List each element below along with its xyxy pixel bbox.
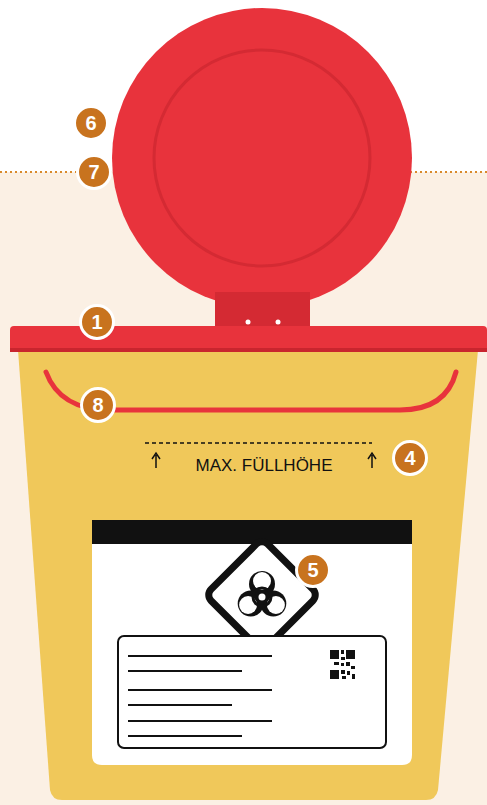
container-body [18, 350, 478, 800]
biohazard-symbol [238, 571, 287, 617]
callout-circle: 6 [73, 105, 109, 141]
callout-number: 7 [88, 161, 99, 183]
lid-disc [112, 8, 412, 308]
text-lines [128, 656, 272, 736]
hinge-hole [276, 320, 281, 325]
lid-ring [154, 50, 370, 266]
callout-circle: 4 [392, 440, 428, 476]
fill-level-label: MAX. FÜLLHÖHE [196, 456, 333, 476]
callout-number: 8 [92, 394, 103, 416]
callout-circle: 7 [76, 154, 112, 190]
label-card [92, 520, 412, 765]
hinge-hole [246, 320, 251, 325]
callout-circle: 8 [80, 387, 116, 423]
callout-number: 5 [307, 559, 318, 581]
qr-code [330, 650, 355, 679]
callout-number: 1 [91, 311, 102, 333]
callout-number: 4 [404, 447, 415, 469]
lid-rim-shadow [10, 348, 487, 352]
lid-hinge [215, 292, 310, 330]
info-box [118, 636, 386, 748]
fill-line [145, 442, 372, 444]
callout-number: 6 [85, 112, 96, 134]
callout-circle: 1 [79, 304, 115, 340]
callout-circle: 5 [295, 552, 331, 588]
fill-arrow [152, 453, 160, 468]
label-band [92, 520, 412, 544]
fill-arrow [368, 453, 376, 468]
